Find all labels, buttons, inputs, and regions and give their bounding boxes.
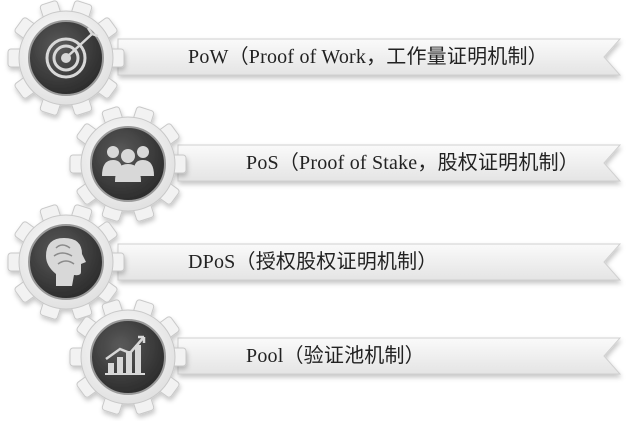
rising-bar-chart-icon	[105, 335, 146, 375]
target-arrow-icon	[45, 27, 99, 79]
gear-dpos	[7, 204, 125, 320]
gear-pool	[69, 299, 187, 415]
banner-pow	[117, 38, 622, 76]
label-pow: PoW（Proof of Work，工作量证明机制）	[188, 46, 548, 68]
label-dpos: DPoS（授权股权证明机制）	[188, 251, 438, 273]
label-pos: PoS（Proof of Stake，股权证明机制）	[246, 152, 579, 174]
banner-pos	[177, 144, 622, 182]
people-group-icon	[102, 146, 154, 182]
banner-pool	[177, 337, 622, 375]
head-profile-icon	[46, 238, 86, 286]
label-pool: Pool（验证池机制）	[246, 345, 425, 367]
banner-dpos	[117, 243, 622, 281]
gear-pos	[69, 106, 187, 222]
gear-pow	[7, 0, 125, 116]
